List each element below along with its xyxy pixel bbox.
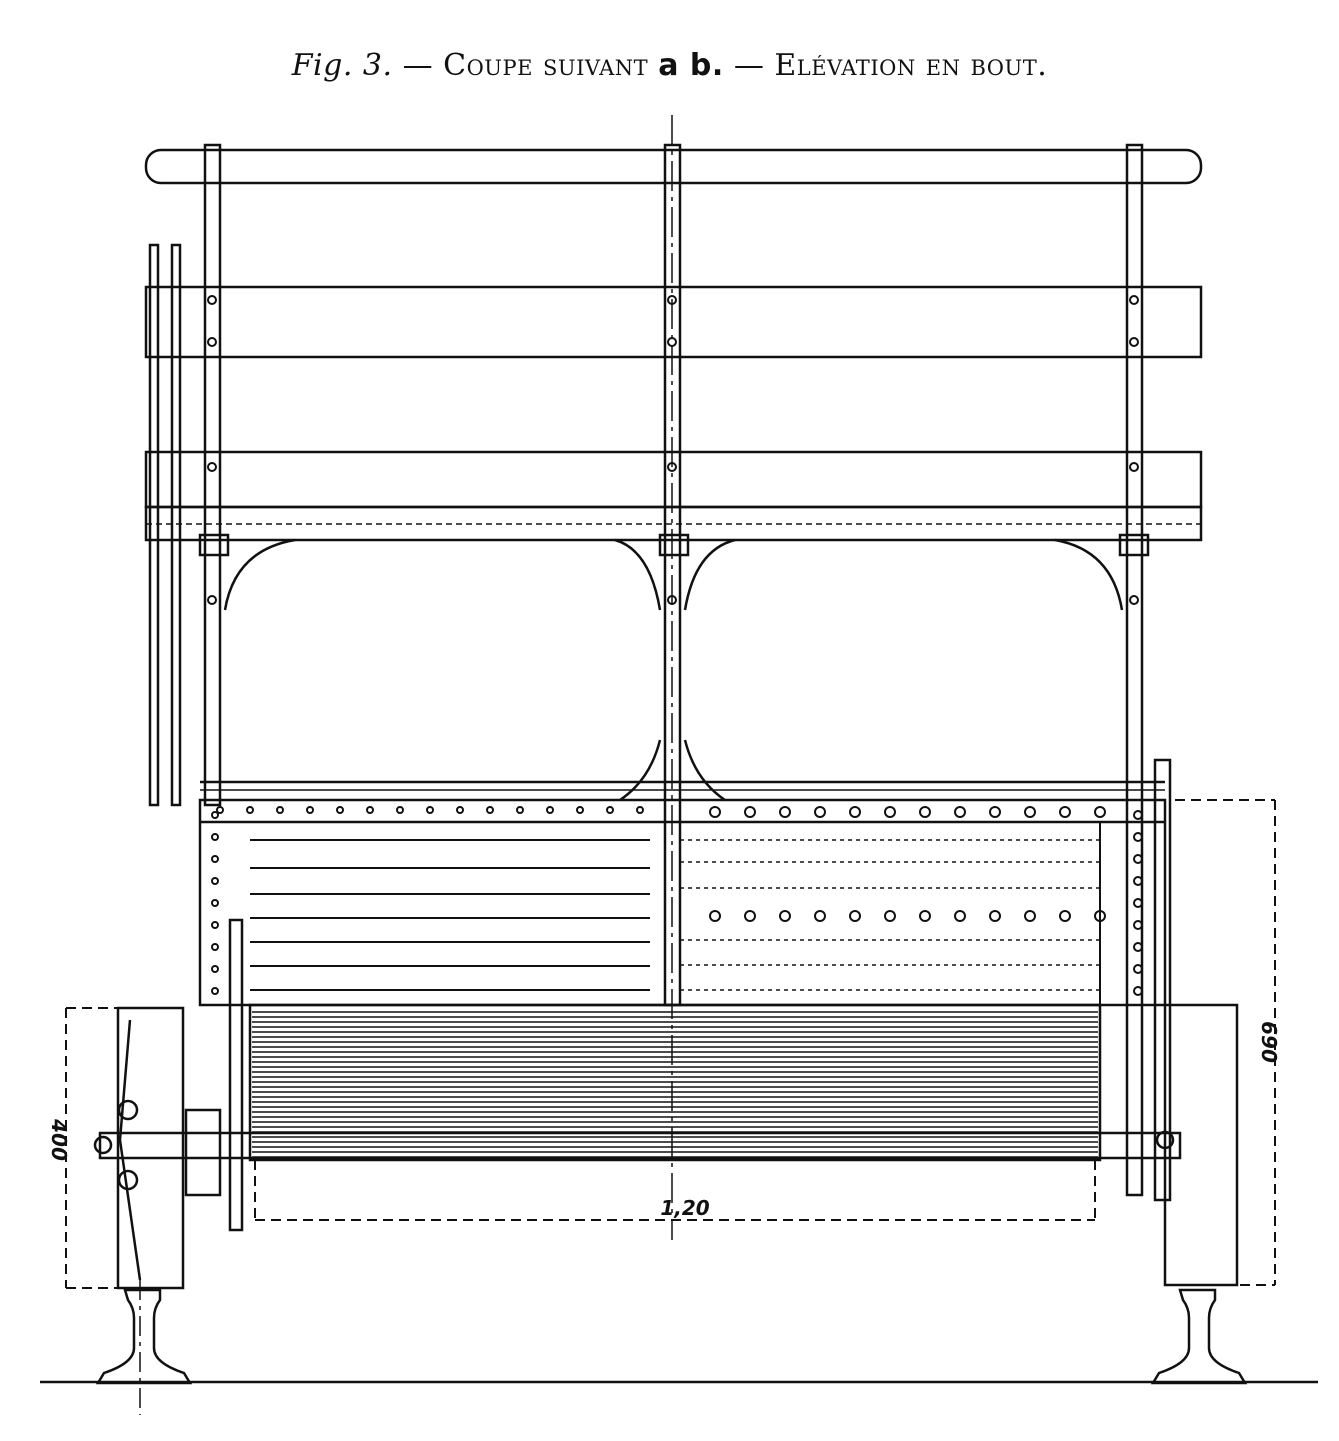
- rivet: [744, 806, 756, 818]
- figure-title: Fig. 3. — Coupe suivant a b. — Elévation…: [0, 48, 1339, 83]
- dimension-width: 1,20: [660, 1196, 709, 1220]
- rivet: [1059, 806, 1071, 818]
- rivet: [1094, 806, 1106, 818]
- rivet: [636, 806, 644, 814]
- section-label: Coupe suivant: [443, 48, 649, 83]
- rivet: [456, 806, 464, 814]
- rivet: [606, 806, 614, 814]
- dimension-height-right: 690: [1257, 1021, 1281, 1063]
- elevation-label: Elévation en bout.: [774, 48, 1048, 83]
- tank-upper-frame: [198, 798, 1167, 1007]
- rivet: [486, 806, 494, 814]
- rivet: [216, 806, 224, 814]
- rivet: [576, 806, 584, 814]
- axle: [98, 1131, 1182, 1160]
- rivet: [1133, 920, 1143, 930]
- title-dash: —: [402, 48, 434, 83]
- rivet: [336, 806, 344, 814]
- rivet: [211, 833, 219, 841]
- rivet: [849, 806, 861, 818]
- rivet: [211, 965, 219, 973]
- section-reference: a b.: [658, 48, 724, 83]
- rivet: [814, 806, 826, 818]
- rivet: [1133, 942, 1143, 952]
- rivet: [211, 899, 219, 907]
- lower-drum: [248, 1003, 1102, 1162]
- rivet: [1133, 854, 1143, 864]
- rivet: [919, 910, 931, 922]
- rivet: [366, 806, 374, 814]
- rivet-rows: [211, 806, 1143, 996]
- rivet: [744, 910, 756, 922]
- rivet: [211, 855, 219, 863]
- left-wheel: [93, 918, 244, 1290]
- board-upper: [144, 285, 1203, 359]
- rivet: [1133, 810, 1143, 820]
- rivet: [211, 921, 219, 929]
- rivet: [1133, 964, 1143, 974]
- rivet: [709, 910, 721, 922]
- rivet: [211, 943, 219, 951]
- rivet: [989, 910, 1001, 922]
- right-hidden-lines: [680, 839, 1100, 991]
- rivet: [954, 910, 966, 922]
- rivet: [1133, 986, 1143, 996]
- dimension-lines: [65, 799, 1276, 1289]
- rivet: [954, 806, 966, 818]
- top-handrail: [144, 148, 1203, 185]
- figure-number: Fig. 3.: [291, 48, 393, 83]
- rivet: [546, 806, 554, 814]
- left-slats: [250, 839, 650, 991]
- brackets: [198, 533, 1150, 802]
- rivet: [849, 910, 861, 922]
- rivet: [779, 806, 791, 818]
- title-dash: —: [733, 48, 765, 83]
- rivet: [1024, 806, 1036, 818]
- rivet: [989, 806, 1001, 818]
- rivet: [211, 811, 219, 819]
- drum-hatching: [252, 1011, 1098, 1158]
- rivet: [884, 910, 896, 922]
- rails: [95, 1288, 1248, 1385]
- rivet: [1133, 832, 1143, 842]
- rivet: [211, 987, 219, 995]
- rivet: [884, 806, 896, 818]
- rivet: [814, 910, 826, 922]
- rivet: [1133, 898, 1143, 908]
- board-lower: [144, 450, 1203, 509]
- rivet: [779, 910, 791, 922]
- rivet: [709, 806, 721, 818]
- rivet: [246, 806, 254, 814]
- rivet: [426, 806, 434, 814]
- rivet: [1024, 910, 1036, 922]
- rivet: [306, 806, 314, 814]
- rivet: [1059, 910, 1071, 922]
- rivet: [276, 806, 284, 814]
- post-bolts: [207, 295, 1139, 605]
- rivet: [1133, 876, 1143, 886]
- rivet: [396, 806, 404, 814]
- rivet: [919, 806, 931, 818]
- dimension-height-left: 400: [47, 1118, 71, 1161]
- right-wheel: [1153, 758, 1239, 1287]
- rivet: [516, 806, 524, 814]
- rivet: [211, 877, 219, 885]
